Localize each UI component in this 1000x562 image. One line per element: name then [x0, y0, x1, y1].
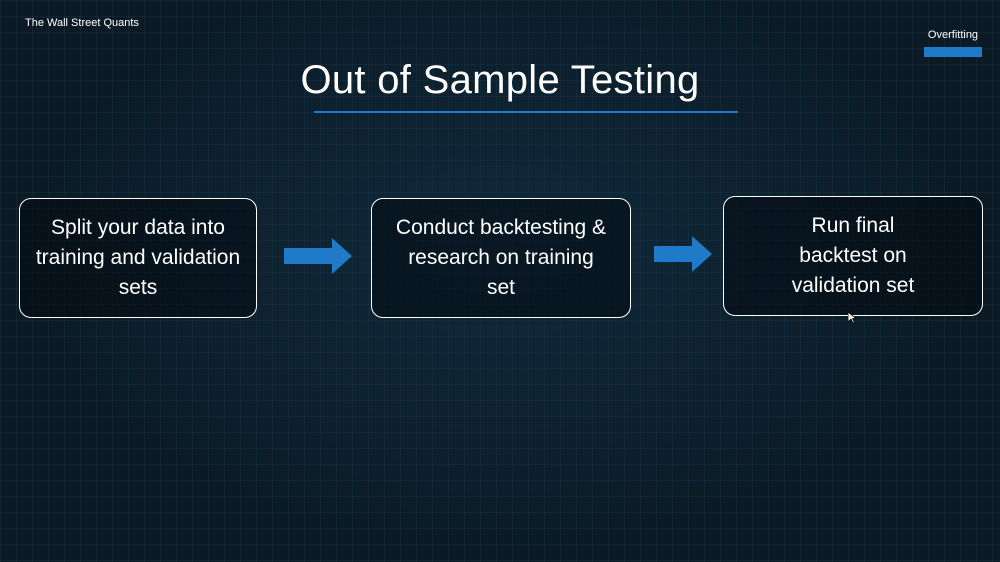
step-box-2: Conduct backtesting & research on traini…: [371, 198, 631, 318]
right-arrow-icon: [654, 236, 712, 272]
slide-title: Out of Sample Testing: [300, 58, 700, 102]
right-arrow-icon: [284, 238, 352, 274]
step-text-2: Conduct backtesting & research on traini…: [395, 216, 607, 299]
section-tag: Overfitting: [924, 29, 982, 57]
step-box-1: Split your data into training and valida…: [19, 198, 257, 318]
section-bar: [924, 47, 982, 57]
step-text-1: Split your data into training and valida…: [35, 216, 241, 299]
step-text-3: Run final backtest on validation set: [791, 214, 915, 297]
mouse-cursor-icon: [848, 312, 857, 324]
brand-label: The Wall Street Quants: [25, 17, 139, 29]
step-box-3: Run final backtest on validation set: [723, 196, 983, 316]
title-underline: [314, 111, 738, 113]
section-label: Overfitting: [927, 29, 979, 41]
